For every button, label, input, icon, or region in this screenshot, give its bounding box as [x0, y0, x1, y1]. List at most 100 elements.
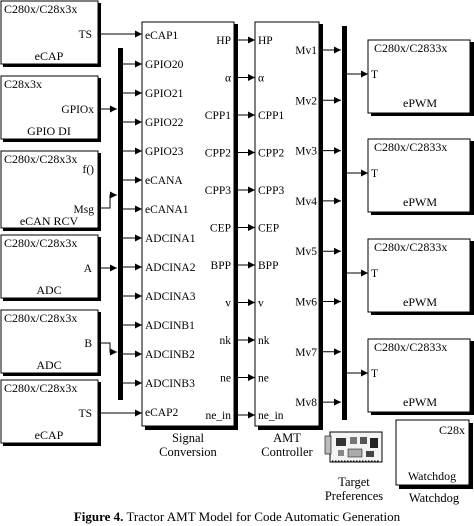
amt-controller-label-line1: AMT: [273, 431, 301, 445]
conversion-output-port: BPP: [211, 260, 231, 272]
conversion-output-port: nk: [220, 335, 232, 347]
controller-input-port: CPP2: [258, 148, 284, 160]
conversion-input-port: GPIO23: [145, 146, 184, 158]
conversion-input-port: ADCINB2: [145, 349, 195, 361]
bus-input-wires: [123, 60, 142, 387]
ecan-rcv-port-msg: Msg: [74, 204, 95, 216]
watchdog-title: C28x: [439, 423, 465, 437]
gpio-di-port: GPIOx: [61, 104, 94, 116]
controller-input-port: ne: [258, 373, 269, 385]
adc-b-port: B: [84, 338, 92, 350]
conversion-input-port: ADCINB3: [145, 378, 195, 390]
target-preferences-block[interactable]: Target Preferences: [324, 431, 383, 503]
controller-input-port: HP: [258, 35, 273, 47]
conversion-to-controller-wires: [234, 36, 255, 419]
conversion-output-port: ne: [220, 373, 231, 385]
ecap-bottom-label: eCAP: [35, 428, 64, 442]
controller-output-port: Mv6: [295, 297, 317, 309]
controller-output-port: Mv3: [295, 146, 317, 158]
conversion-output-port: v: [225, 298, 231, 310]
conversion-input-port: GPIO21: [145, 88, 184, 100]
conversion-input-port: eCANA: [145, 175, 183, 187]
controller-input-port: BPP: [258, 260, 278, 272]
epwm-label: ePWM: [403, 195, 437, 209]
epwm-label: ePWM: [403, 295, 437, 309]
ecap-top-label: eCAP: [35, 49, 64, 63]
controller-output-port: Mv2: [295, 95, 317, 107]
ecap-bottom-title: C280x/C28x3x: [4, 381, 77, 395]
conversion-input-port: ADCINA3: [145, 291, 196, 303]
ecan-rcv-block[interactable]: C280x/C28x3x f() Msg eCAN RCV: [0, 150, 101, 231]
controller-input-port: CEP: [258, 223, 279, 235]
gpio-di-title: C28x3x: [4, 77, 42, 91]
conversion-input-port: eCAP2: [145, 407, 178, 419]
controller-input-port: α: [258, 73, 264, 85]
epwm-port: T: [371, 168, 378, 180]
watchdog-block[interactable]: C28x Watchdog: [395, 419, 473, 489]
conversion-output-port: ne_in: [205, 410, 231, 422]
epwm-port: T: [371, 69, 378, 81]
conversion-input-port: GPIO20: [145, 59, 184, 71]
conversion-input-port: ADCINB1: [145, 320, 195, 332]
ecan-rcv-port-f: f(): [83, 164, 95, 176]
controller-output-port: Mv5: [295, 246, 317, 258]
epwm-port: T: [371, 268, 378, 280]
conversion-input-port: eCANA1: [145, 204, 189, 216]
epwm-title: C280x/C2833x: [374, 240, 447, 254]
conversion-output-port: α: [225, 73, 231, 85]
epwm-blocks: C280x/C2833xTePWMC280x/C2833xTePWMC280x/…: [367, 39, 474, 415]
adc-a-block[interactable]: C280x/C28x3x A ADC: [0, 234, 101, 301]
output-bus: [342, 26, 347, 420]
ecap-top-port: TS: [79, 29, 92, 41]
epwm-label: ePWM: [403, 395, 437, 409]
left-wires: [98, 30, 142, 417]
epwm-title: C280x/C2833x: [374, 340, 447, 354]
watchdog-inner-label: Watchdog: [408, 469, 456, 483]
adc-a-port: A: [84, 263, 93, 275]
controller-input-port: v: [258, 298, 264, 310]
adc-b-label: ADC: [36, 358, 61, 372]
gpio-di-label: GPIO DI: [27, 124, 71, 138]
conversion-output-port: CPP3: [205, 185, 231, 197]
controller-output-port: Mv7: [295, 347, 317, 359]
adc-b-block[interactable]: C280x/C28x3x B ADC: [0, 309, 101, 376]
controller-output-port: Mv4: [295, 196, 317, 208]
target-preferences-label-line1: Target: [338, 475, 370, 489]
conversion-input-port: GPIO22: [145, 117, 184, 129]
conversion-input-port: ADCINA1: [145, 233, 196, 245]
controller-output-wires: [319, 46, 341, 406]
epwm-label: ePWM: [403, 96, 437, 110]
epwm-port: T: [371, 368, 378, 380]
adc-b-title: C280x/C28x3x: [4, 311, 77, 325]
figure-caption-text: Tractor AMT Model for Code Automatic Gen…: [123, 509, 400, 524]
conversion-input-port: eCAP1: [145, 30, 178, 42]
signal-conversion-label-line1: Signal: [172, 431, 204, 445]
controller-input-port: ne_in: [258, 410, 284, 422]
ecap-bottom-block[interactable]: C280x/C28x3x TS eCAP: [0, 379, 101, 446]
controller-input-port: CPP1: [258, 110, 284, 122]
controller-output-port: Mv8: [295, 397, 317, 409]
ecap-top-block[interactable]: C280x/C28x3x TS eCAP: [0, 0, 101, 67]
adc-a-title: C280x/C28x3x: [4, 236, 77, 250]
epwm-wires: [347, 70, 368, 377]
conversion-output-port: HP: [216, 35, 231, 47]
gpio-di-block[interactable]: C28x3x GPIOx GPIO DI: [0, 75, 101, 142]
ecap-top-title: C280x/C28x3x: [4, 2, 77, 16]
input-bus: [118, 48, 123, 400]
watchdog-label: Watchdog: [409, 491, 460, 505]
controller-output-port: Mv1: [295, 45, 317, 57]
conversion-output-port: CEP: [210, 223, 231, 235]
conversion-output-port: CPP2: [205, 148, 231, 160]
adc-a-label: ADC: [36, 283, 61, 297]
ecan-rcv-label: eCAN RCV: [20, 214, 79, 228]
figure-caption: Figure 4. Tractor AMT Model for Code Aut…: [74, 509, 401, 524]
figure-caption-number: Figure 4.: [74, 509, 124, 524]
controller-input-port: nk: [258, 335, 270, 347]
